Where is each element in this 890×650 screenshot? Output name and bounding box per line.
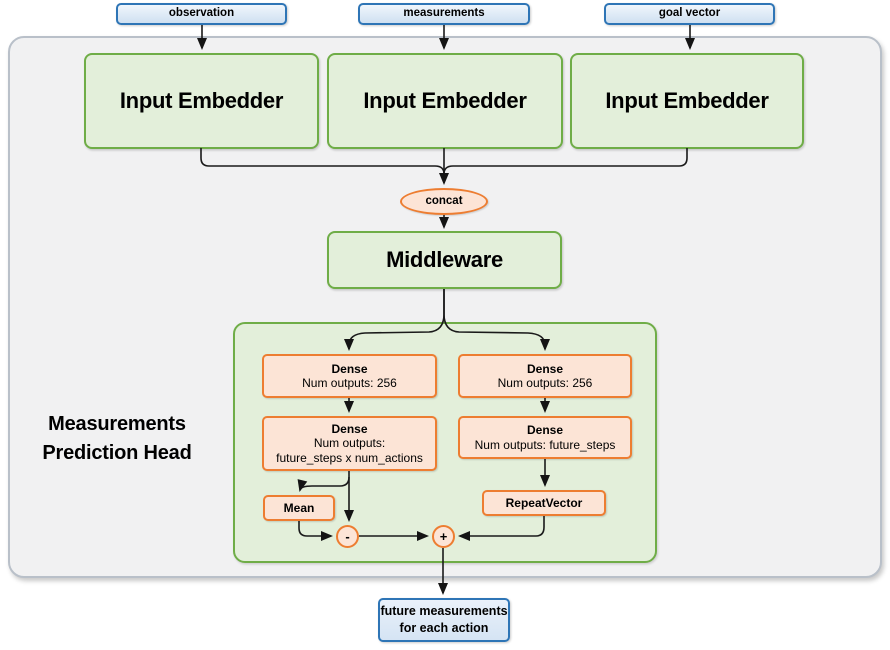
output-line2: for each action bbox=[399, 621, 489, 635]
output-line1: future measurements bbox=[380, 604, 508, 619]
dense-left-1-detail: Num outputs: 256 bbox=[302, 376, 397, 390]
minus-icon: - bbox=[345, 529, 350, 544]
input-embedder-1-label: Input Embedder bbox=[119, 87, 284, 113]
input-box-measurements-label: measurements bbox=[403, 7, 485, 20]
dense-right-2-name: Dense bbox=[526, 423, 564, 438]
dense-left-2-detail2: future_steps x num_actions bbox=[276, 450, 423, 465]
plus-op-node: + bbox=[432, 525, 455, 548]
dense-right-2-detail: Num outputs: future_steps bbox=[474, 437, 616, 452]
mean-label: Mean bbox=[283, 500, 315, 515]
output-box-future-measurements: future measurements for each action bbox=[378, 598, 510, 642]
concat-node: concat bbox=[400, 188, 488, 215]
input-box-observation-label: observation bbox=[168, 7, 235, 20]
middleware-node: Middleware bbox=[327, 231, 562, 289]
input-embedder-2-label: Input Embedder bbox=[363, 87, 527, 113]
input-embedder-3: Input Embedder bbox=[570, 53, 804, 149]
input-box-goal-vector-label: goal vector bbox=[658, 7, 721, 20]
input-box-observation: observation bbox=[116, 3, 287, 25]
dense-right-1: Dense Num outputs: 256 bbox=[458, 354, 632, 398]
dense-left-1-name: Dense bbox=[331, 361, 368, 376]
repeat-vector-label: RepeatVector bbox=[505, 495, 583, 510]
dense-right-1-detail: Num outputs: 256 bbox=[497, 376, 593, 390]
dense-left-2-detail: Num outputs: bbox=[313, 436, 386, 451]
middleware-label: Middleware bbox=[386, 246, 503, 272]
mean-node: Mean bbox=[263, 495, 335, 521]
prediction-head-title: Measurements Prediction Head bbox=[42, 413, 192, 464]
dense-right-1-name: Dense bbox=[526, 361, 564, 376]
input-embedder-2: Input Embedder bbox=[327, 53, 563, 149]
input-box-goal-vector: goal vector bbox=[604, 3, 775, 25]
concat-label: concat bbox=[425, 194, 463, 207]
repeat-vector-node: RepeatVector bbox=[482, 490, 606, 516]
input-box-measurements: measurements bbox=[358, 3, 530, 25]
minus-op-node: - bbox=[336, 525, 359, 548]
dense-left-1: Dense Num outputs: 256 bbox=[262, 354, 437, 398]
dense-right-2: Dense Num outputs: future_steps bbox=[458, 416, 632, 459]
input-embedder-3-label: Input Embedder bbox=[605, 87, 769, 113]
plus-icon: + bbox=[439, 529, 448, 544]
dense-left-2: Dense Num outputs: future_steps x num_ac… bbox=[262, 416, 437, 471]
input-embedder-1: Input Embedder bbox=[84, 53, 319, 149]
dense-left-2-name: Dense bbox=[331, 421, 368, 436]
